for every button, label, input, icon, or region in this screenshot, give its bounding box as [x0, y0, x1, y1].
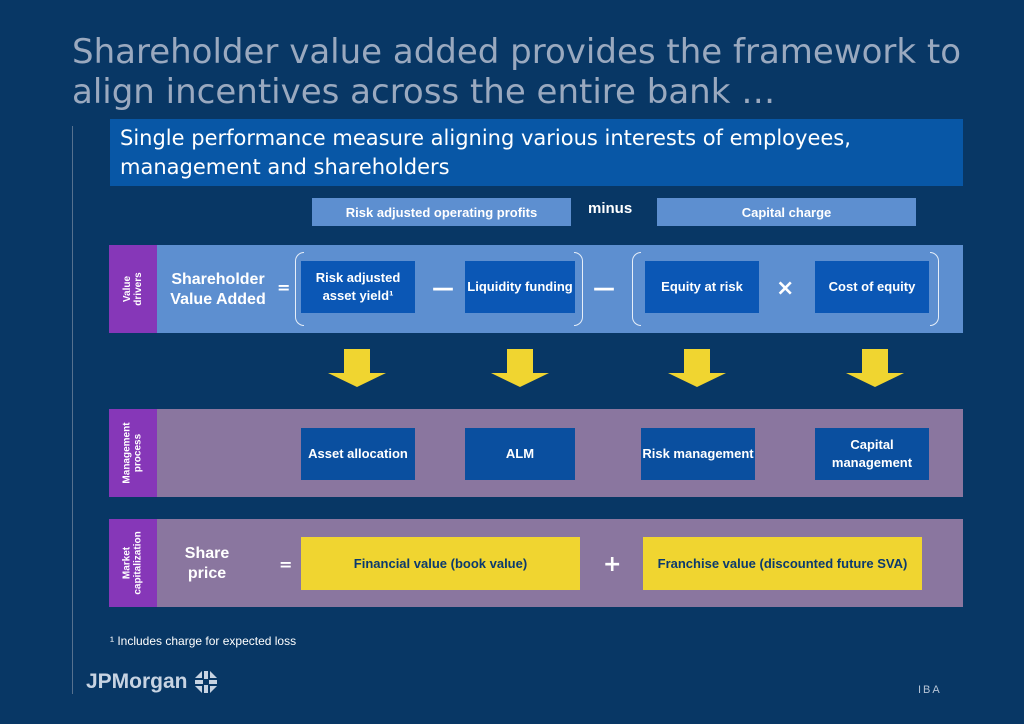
risk-management-box: Risk management [641, 428, 755, 480]
financial-value-box: Financial value (book value) [301, 537, 580, 590]
subtitle-banner: Single performance measure aligning vari… [110, 119, 963, 186]
down-arrow-icon [846, 349, 904, 387]
footnote: ¹ Includes charge for expected loss [110, 634, 297, 648]
jpmorgan-logo: JPMorgan [86, 670, 218, 694]
header-risk-adjusted-profits: Risk adjusted operating profits [312, 198, 571, 226]
minus-operator: — [593, 276, 615, 301]
down-arrow-icon [668, 349, 726, 387]
left-rule [72, 126, 73, 694]
page-code: IBA [918, 684, 942, 696]
plus-operator: + [603, 552, 622, 577]
management-process-label: Management process [109, 409, 157, 497]
down-arrow-icon [491, 349, 549, 387]
capital-management-box: Capital management [815, 428, 929, 480]
header-capital-charge: Capital charge [657, 198, 916, 226]
asset-allocation-box: Asset allocation [301, 428, 415, 480]
octagon-logo-icon [194, 671, 217, 693]
multiply-operator: × [776, 276, 795, 301]
equals-sign: = [277, 278, 291, 297]
franchise-value-box: Franchise value (discounted future SVA) [643, 537, 922, 590]
liquidity-funding-box: Liquidity funding [465, 261, 575, 313]
down-arrow-icon [328, 349, 386, 387]
minus-operator: — [432, 276, 454, 301]
left-bracket [632, 252, 641, 326]
right-bracket [930, 252, 939, 326]
header-minus-label: minus [588, 200, 633, 217]
alm-box: ALM [465, 428, 575, 480]
slide-title: Shareholder value added provides the fra… [72, 32, 962, 112]
logo-wordmark: JPMorgan [86, 670, 188, 693]
cost-of-equity-box: Cost of equity [815, 261, 929, 313]
equals-sign: = [279, 555, 293, 574]
value-drivers-label: Value drivers [109, 245, 157, 333]
risk-adjusted-asset-yield-box: Risk adjusted asset yield¹ [301, 261, 415, 313]
market-capitalization-label: Market capitalization [109, 519, 157, 607]
share-price-title: Share price [184, 545, 230, 582]
right-bracket [574, 252, 583, 326]
equity-at-risk-box: Equity at risk [645, 261, 759, 313]
shareholder-value-added-title: Shareholder Value Added [170, 271, 266, 308]
